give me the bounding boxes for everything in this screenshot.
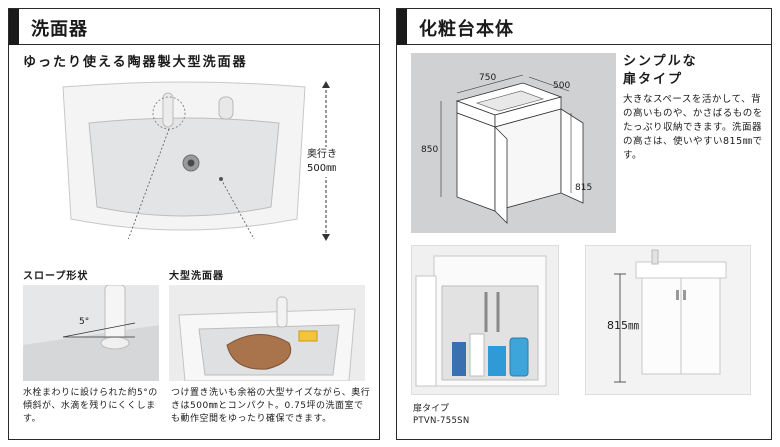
slope-caption: 水栓まわりに設けられた約5°の傾斜が、水滴を残りにくくします。 bbox=[23, 388, 158, 424]
vanity-dimension-diagram: 750 500 850 815 bbox=[411, 53, 616, 233]
closed-cabinet-photo bbox=[585, 245, 751, 395]
open-cabinet-photo bbox=[411, 245, 559, 395]
sink-panel-title: 洗面器 bbox=[31, 19, 88, 40]
sink-subtitle: ゆったり使える陶器製大型洗面器 bbox=[23, 55, 248, 70]
door-type-description: 大きなスペースを活かして、背の高いものや、かさばるものをたっぷり収納できます。洗… bbox=[623, 94, 763, 161]
depth-label: 奥行き 500㎜ bbox=[305, 147, 339, 177]
slope-illustration bbox=[23, 285, 159, 381]
door-type-label: 扉タイプ bbox=[413, 404, 450, 414]
sink-height-dimension: 815 bbox=[575, 183, 593, 193]
closed-cabinet-illustration bbox=[586, 246, 750, 394]
header-accent-bar bbox=[397, 9, 407, 45]
height-dimension: 850 bbox=[421, 145, 439, 155]
model-number: PTVN-755SN bbox=[413, 416, 470, 426]
depth-dimension: 500 bbox=[553, 81, 571, 91]
large-sink-caption: つけ置き洗いも余裕の大型サイズながら、奥行きは500㎜とコンパクト。0.75坪の… bbox=[171, 388, 371, 424]
large-sink-photo bbox=[169, 285, 365, 381]
depth-label-text: 奥行き bbox=[307, 149, 337, 160]
sink-photo bbox=[62, 81, 306, 239]
vanity-panel-title: 化粧台本体 bbox=[419, 19, 514, 40]
width-dimension: 750 bbox=[479, 73, 497, 83]
depth-label-value: 500㎜ bbox=[307, 163, 337, 174]
slope-photo: 5° bbox=[23, 285, 159, 381]
large-sink-illustration bbox=[169, 285, 365, 381]
slope-label: スロープ形状 bbox=[23, 271, 89, 282]
vanity-line-drawing bbox=[440, 74, 584, 224]
door-type-title-line2: 扉タイプ bbox=[623, 72, 684, 87]
large-sink-label: 大型洗面器 bbox=[169, 271, 224, 282]
vanity-panel: 化粧台本体 750 500 850 815 シンプルな 扉タイプ 大きなスペース… bbox=[396, 8, 772, 440]
door-type-title-line1: シンプルな bbox=[623, 54, 698, 69]
angle-label: 5° bbox=[79, 317, 90, 327]
header-accent-bar bbox=[9, 9, 19, 45]
door-type-title: シンプルな 扉タイプ bbox=[623, 53, 698, 89]
open-cabinet-illustration bbox=[412, 246, 558, 394]
vanity-panel-header: 化粧台本体 bbox=[397, 9, 771, 45]
photo-height-label: 815㎜ bbox=[607, 319, 639, 332]
sink-panel: 洗面器 ゆったり使える陶器製大型洗面器 奥行き 500㎜ スロープ形状 大型洗面… bbox=[8, 8, 380, 440]
sink-panel-header: 洗面器 bbox=[9, 9, 379, 45]
